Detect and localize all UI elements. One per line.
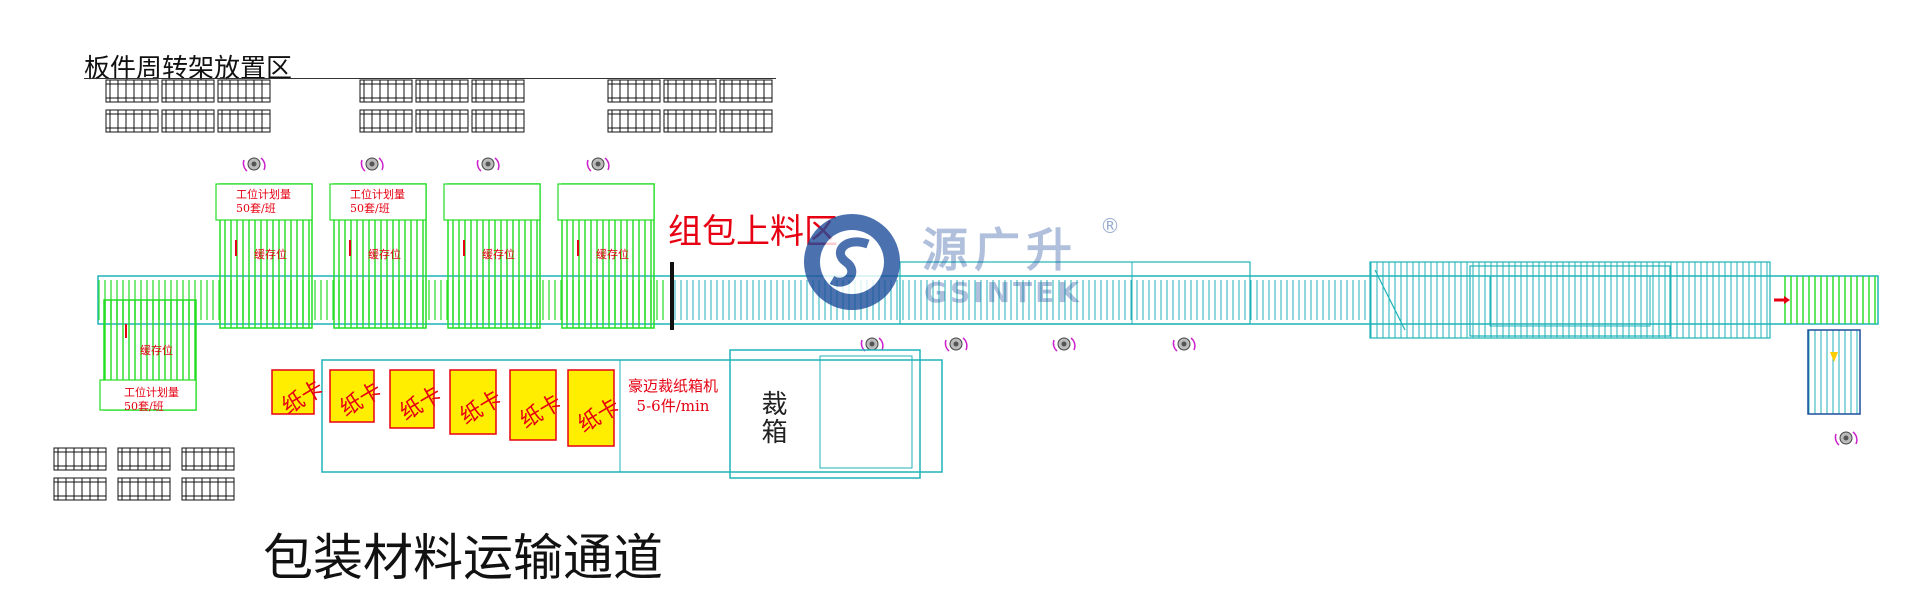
cache-label-3: 缓存位 — [482, 248, 515, 261]
logo-name-en: GSINTEK — [924, 276, 1082, 309]
logo-mark-icon — [804, 214, 900, 310]
cutting-machine-label: 豪迈裁纸箱机 5-6件/min — [628, 377, 719, 415]
workstation-3 — [443, 183, 541, 329]
workstation-2 — [329, 183, 427, 329]
cache-label-2: 缓存位 — [368, 248, 401, 261]
workstation-5 — [99, 299, 197, 411]
cache-label-1: 缓存位 — [254, 248, 287, 261]
workstation-1 — [215, 183, 313, 329]
cache-label-4: 缓存位 — [596, 248, 629, 261]
rack-group-top-3 — [607, 79, 773, 133]
rack-group-top-2 — [359, 79, 525, 133]
output-conveyor — [1807, 329, 1861, 415]
plan-label-1: 工位计划量 50套/班 — [236, 188, 291, 215]
title-underline — [84, 78, 776, 79]
plan-label-5: 工位计划量 50套/班 — [124, 386, 179, 413]
material-channel-title: 包装材料运输通道 — [263, 529, 663, 587]
rack-group-bottom — [53, 447, 235, 501]
workstation-4 — [557, 183, 655, 329]
logo-registered: ® — [1100, 214, 1120, 238]
cut-box-label: 裁箱 — [757, 390, 787, 446]
rack-group-top-1 — [105, 79, 271, 133]
rack-zone-title: 板件周转架放置区 — [84, 54, 293, 84]
paper-card-line — [271, 349, 943, 479]
plan-label-2: 工位计划量 50套/班 — [350, 188, 405, 215]
cache-label-5: 缓存位 — [140, 344, 173, 357]
logo-name-cn: 源广升 — [922, 223, 1078, 277]
